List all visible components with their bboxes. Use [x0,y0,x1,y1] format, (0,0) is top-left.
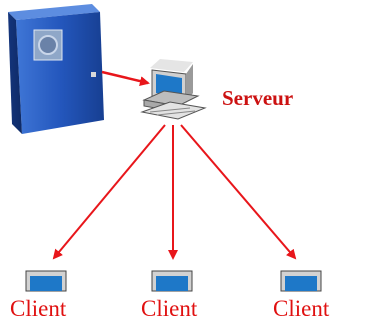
client-computer-icon-3 [280,270,322,292]
server-label: Serveur [222,86,294,110]
arrow-server-to-client-3 [180,124,297,260]
cabinet-side [8,12,22,134]
control-cabinet [8,4,104,134]
cabinet-latch [91,72,96,77]
cabinet-dial [38,35,58,55]
client-label-1: Client [10,296,67,321]
connection-arrows [52,70,297,260]
client-label-2: Client [141,296,198,321]
client-computer-icon-1 [25,270,67,292]
monitor-top [150,59,193,72]
monitor-side [186,64,193,102]
cabinet-top [8,4,100,20]
client-label-3: Client [273,296,330,321]
arrow-server-to-client-1 [52,124,166,260]
server-computer-icon [140,59,207,120]
client-computer-icon-2 [151,270,193,292]
arrow-cabinet-to-server [101,70,150,87]
